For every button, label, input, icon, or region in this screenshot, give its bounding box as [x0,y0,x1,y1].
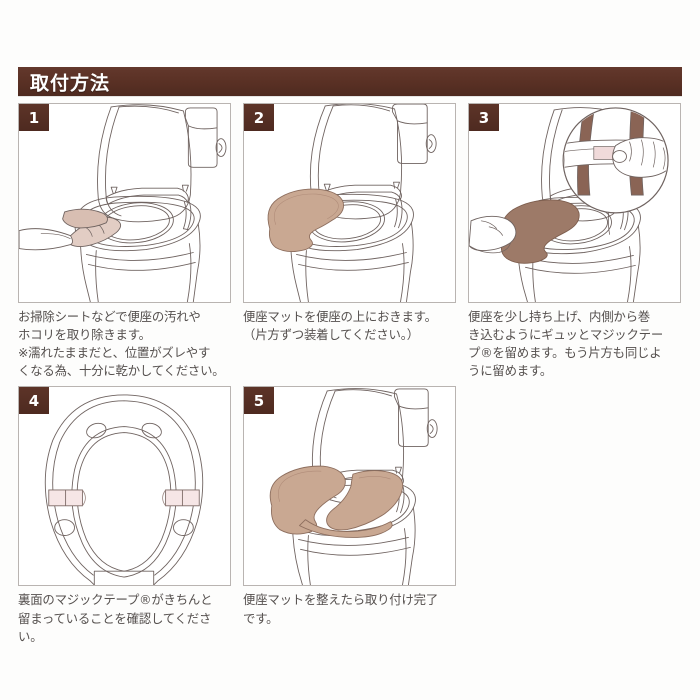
section-header-bar: 取付方法 [18,67,682,96]
step-5-caption: 便座マットを整えたら取り付け完了 です。 [243,592,439,626]
step-2-number-badge: 2 [244,104,274,131]
page-title: 取付方法 [30,72,111,94]
step-4-caption: 裏面のマジックテープ®がきちんと 留まっていることを確認してくださ い。 [18,592,213,644]
step-2: 2 [243,103,456,380]
step-4-artwork [19,387,230,586]
step-1-illustration-panel: 1 [18,103,231,303]
steps-grid: 1 [18,103,682,652]
step-5-artwork [244,387,455,586]
step-1: 1 [18,103,231,380]
step-4-number-badge: 4 [19,387,49,415]
step-5: 5 [243,386,456,645]
step-1-artwork [19,104,230,302]
step-2-artwork [244,104,455,302]
step-3-caption: 便座を少し持ち上げ、内側から巻 き込むようにギュッとマジックテー プ®を留めます… [468,309,664,379]
step-1-number-badge: 1 [19,104,49,131]
step-3: 3 [468,103,681,380]
step-4-illustration-panel: 4 [18,386,231,587]
step-3-artwork [469,104,680,302]
step-2-caption: 便座マットを便座の上におきます。 （片方ずつ装着してください。） [243,309,437,343]
step-4: 4 [18,386,231,645]
step-3-number-badge: 3 [469,104,499,131]
step-5-illustration-panel: 5 [243,386,456,587]
steps-row-bottom: 4 [18,386,682,645]
steps-row-bottom-spacer [468,386,681,645]
step-1-caption: お掃除シートなどで便座の汚れや ホコリを取り除きます。 ※濡れたままだと、位置が… [18,309,225,379]
step-2-illustration-panel: 2 [243,103,456,303]
step-3-illustration-panel: 3 [468,103,681,303]
steps-row-top: 1 [18,103,682,380]
step-5-number-badge: 5 [244,387,274,415]
